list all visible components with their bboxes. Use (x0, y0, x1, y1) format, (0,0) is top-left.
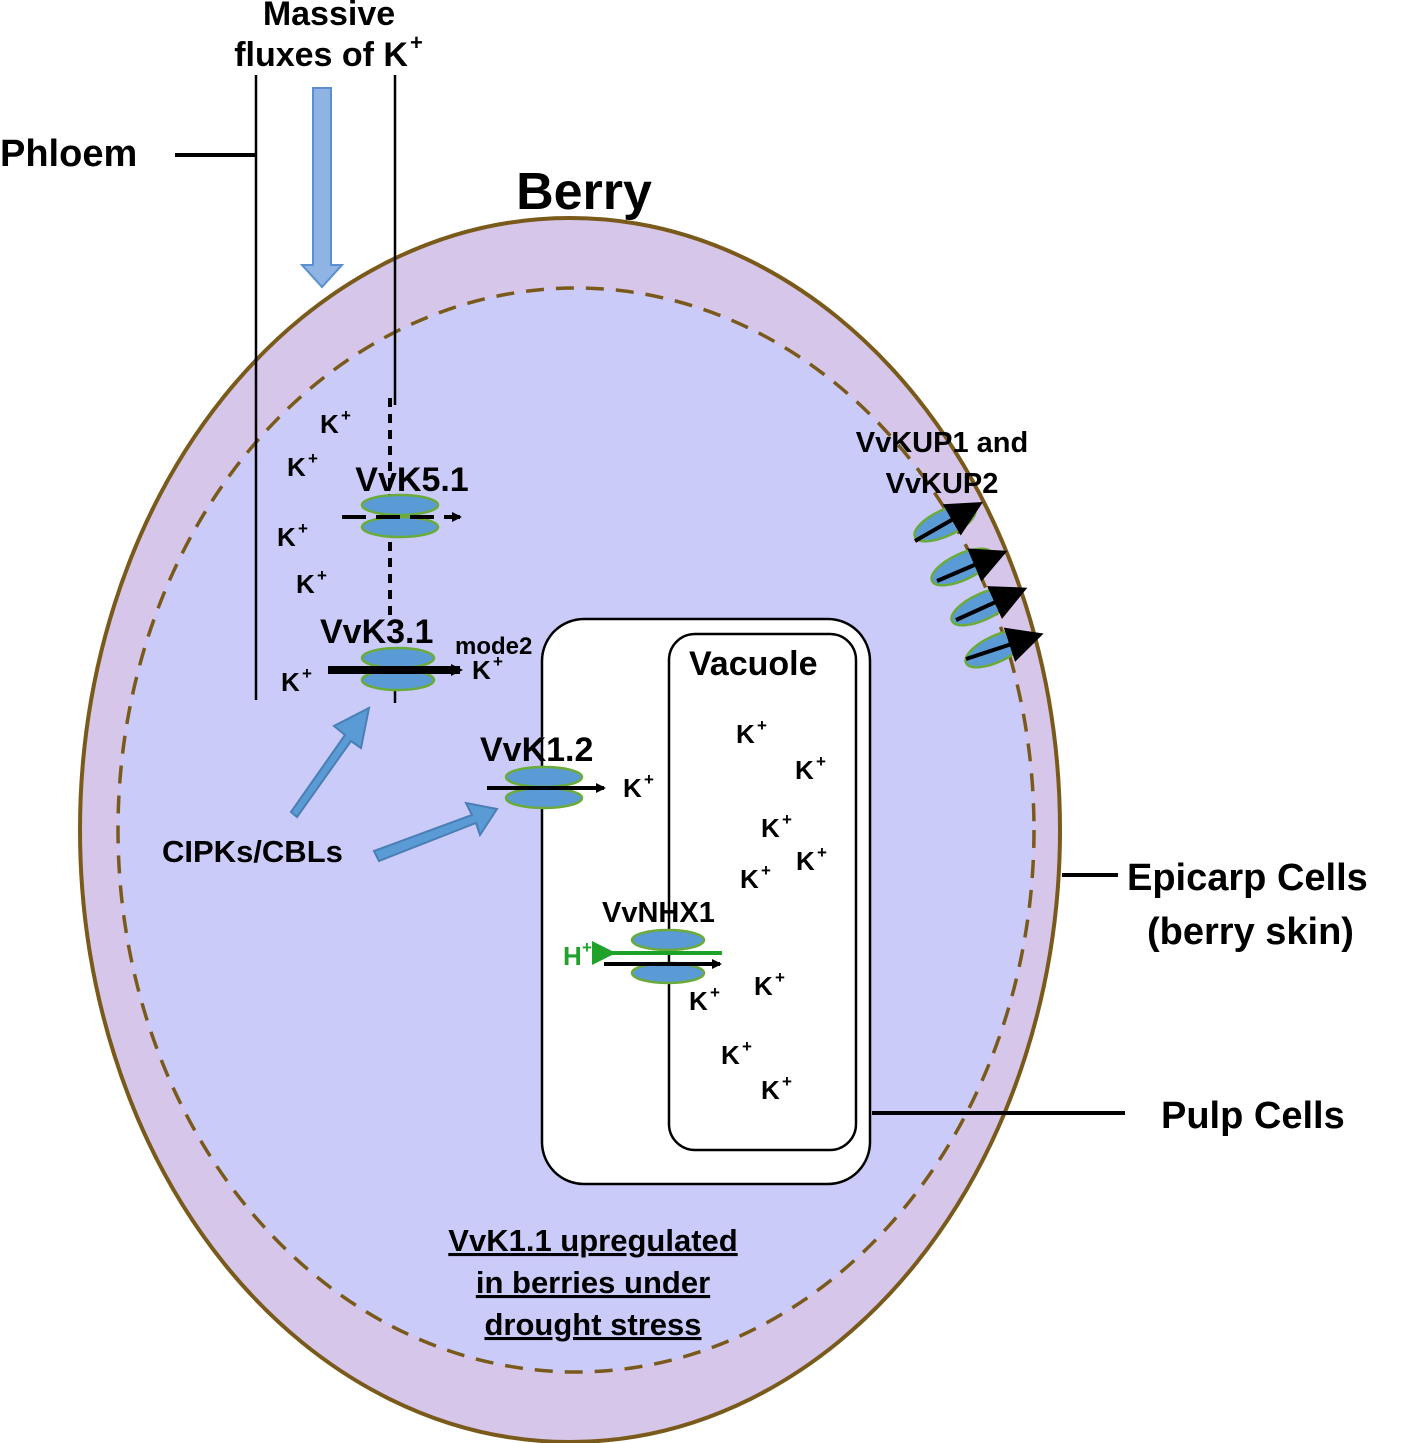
svg-text:+: + (782, 1072, 792, 1091)
ion-k: K+ (736, 716, 767, 749)
ion-k: K+ (320, 406, 351, 439)
flux-label-charge: + (410, 30, 423, 55)
vvkup-label-line2: VvKUP2 (886, 468, 999, 500)
ion-k: K+ (761, 1072, 792, 1105)
drought-note-line1: VvK1.1 upregulated (448, 1223, 737, 1258)
vvk12-channel (487, 765, 606, 810)
svg-text:K: K (795, 755, 814, 785)
svg-text:+: + (302, 664, 312, 683)
svg-text:+: + (317, 566, 327, 585)
kup-transporter-2 (930, 547, 1008, 587)
svg-text:K: K (287, 452, 306, 482)
svg-text:K: K (277, 522, 296, 552)
kup-transporter-1 (913, 502, 983, 543)
svg-text:K: K (796, 846, 815, 876)
proton-charge: + (582, 938, 592, 957)
svg-text:+: + (710, 983, 720, 1002)
epicarp-label-line2: (berry skin) (1147, 911, 1354, 953)
svg-text:+: + (298, 519, 308, 538)
svg-text:+: + (782, 810, 792, 829)
svg-text:+: + (308, 449, 318, 468)
vvk31-label: VvK3.1 (320, 613, 433, 651)
kup-transporter-3 (950, 586, 1028, 627)
svg-text:K: K (754, 971, 773, 1001)
svg-text:K: K (761, 1075, 780, 1105)
berry-label: Berry (516, 163, 652, 221)
svg-text:+: + (341, 406, 351, 425)
flux-label-line2: fluxes of K (234, 36, 408, 74)
ion-k: K+ (754, 968, 785, 1001)
ion-k: K+ (623, 770, 654, 803)
svg-text:K: K (721, 1040, 740, 1070)
svg-text:+: + (644, 770, 654, 789)
svg-text:K: K (740, 864, 759, 894)
svg-text:K: K (736, 719, 755, 749)
ion-k: K+ (277, 519, 308, 552)
pulp-label: Pulp Cells (1161, 1095, 1345, 1137)
vacuole-label: Vacuole (689, 645, 818, 683)
flux-label-line1: Massive (263, 0, 395, 33)
svg-text:+: + (742, 1037, 752, 1056)
svg-text:+: + (761, 861, 771, 880)
svg-text:K: K (296, 569, 315, 599)
vvk51-label: VvK5.1 (355, 461, 468, 499)
kup-transporter-4 (964, 627, 1044, 669)
ion-k: K+ (796, 843, 827, 876)
ion-k: K+ (795, 752, 826, 785)
ion-k: K+ (281, 664, 312, 697)
drought-note-line3: drought stress (484, 1307, 701, 1342)
proton-label: H (563, 941, 582, 971)
cipks-label: CIPKs/CBLs (162, 834, 343, 869)
svg-text:+: + (775, 968, 785, 987)
vvkup-label-line1: VvKUP1 and (856, 427, 1028, 459)
svg-text:K: K (623, 773, 642, 803)
ion-k: K+ (472, 652, 503, 685)
vvk51-channel (342, 493, 462, 539)
vvk31-mode-label: mode2 (455, 633, 532, 660)
vvk31-channel (328, 646, 463, 692)
ion-k: K+ (761, 810, 792, 843)
svg-text:+: + (817, 843, 827, 862)
svg-text:+: + (493, 652, 503, 671)
vvnhx1-label: VvNHX1 (602, 897, 715, 929)
ion-k: K+ (296, 566, 327, 599)
ion-k: K+ (287, 449, 318, 482)
phloem-label: Phloem (0, 133, 137, 175)
svg-text:+: + (816, 752, 826, 771)
svg-text:K: K (320, 409, 339, 439)
svg-text:K: K (761, 813, 780, 843)
svg-text:+: + (757, 716, 767, 735)
flux-arrow (299, 87, 345, 289)
signal-arrow-to-vvk12 (372, 801, 499, 863)
drought-note-line2: in berries under (476, 1265, 710, 1300)
ion-k: K+ (721, 1037, 752, 1070)
vvnhx1-antiporter (592, 928, 722, 985)
vvk12-label: VvK1.2 (480, 731, 593, 769)
svg-text:K: K (689, 986, 708, 1016)
ion-k: K+ (689, 983, 720, 1016)
svg-text:K: K (472, 655, 491, 685)
vacuole-box (667, 632, 858, 1152)
svg-text:K: K (281, 667, 300, 697)
signal-arrow-to-vvk31 (289, 706, 371, 819)
epicarp-label-line1: Epicarp Cells (1127, 857, 1368, 899)
ion-k: K+ (740, 861, 771, 894)
